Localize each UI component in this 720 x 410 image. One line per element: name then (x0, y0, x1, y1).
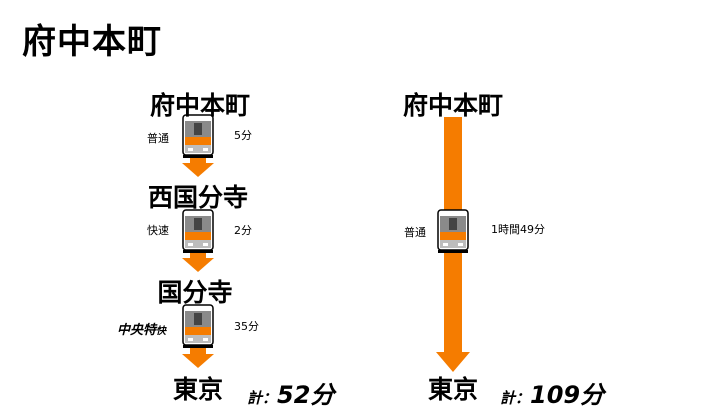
service-type: 普通 (404, 226, 426, 239)
travel-time: 5分 (234, 129, 252, 142)
arrow-down-icon (182, 346, 214, 368)
station-label: 西国分寺 (147, 183, 249, 212)
arrow-down-icon (182, 155, 214, 177)
station-label: 東京 (172, 375, 224, 404)
total-time: 計：52分 (247, 381, 335, 409)
service-type: 中央特快 (117, 323, 167, 338)
travel-time: 35分 (234, 320, 259, 333)
service-type: 普通 (147, 132, 169, 145)
travel-time: 2分 (234, 224, 252, 237)
page-title: 府中本町 (22, 22, 162, 62)
train-icon (182, 209, 214, 254)
train-icon (182, 304, 214, 349)
arrow-down-icon (182, 250, 214, 272)
train-icon (437, 209, 469, 254)
station-label: 東京 (427, 375, 479, 404)
travel-time: 1時間49分 (491, 223, 545, 236)
station-label: 府中本町 (402, 91, 504, 120)
total-time: 計：109分 (500, 381, 605, 409)
station-label: 府中本町 (149, 91, 251, 120)
station-label: 国分寺 (157, 278, 233, 307)
service-type: 快速 (147, 224, 169, 237)
